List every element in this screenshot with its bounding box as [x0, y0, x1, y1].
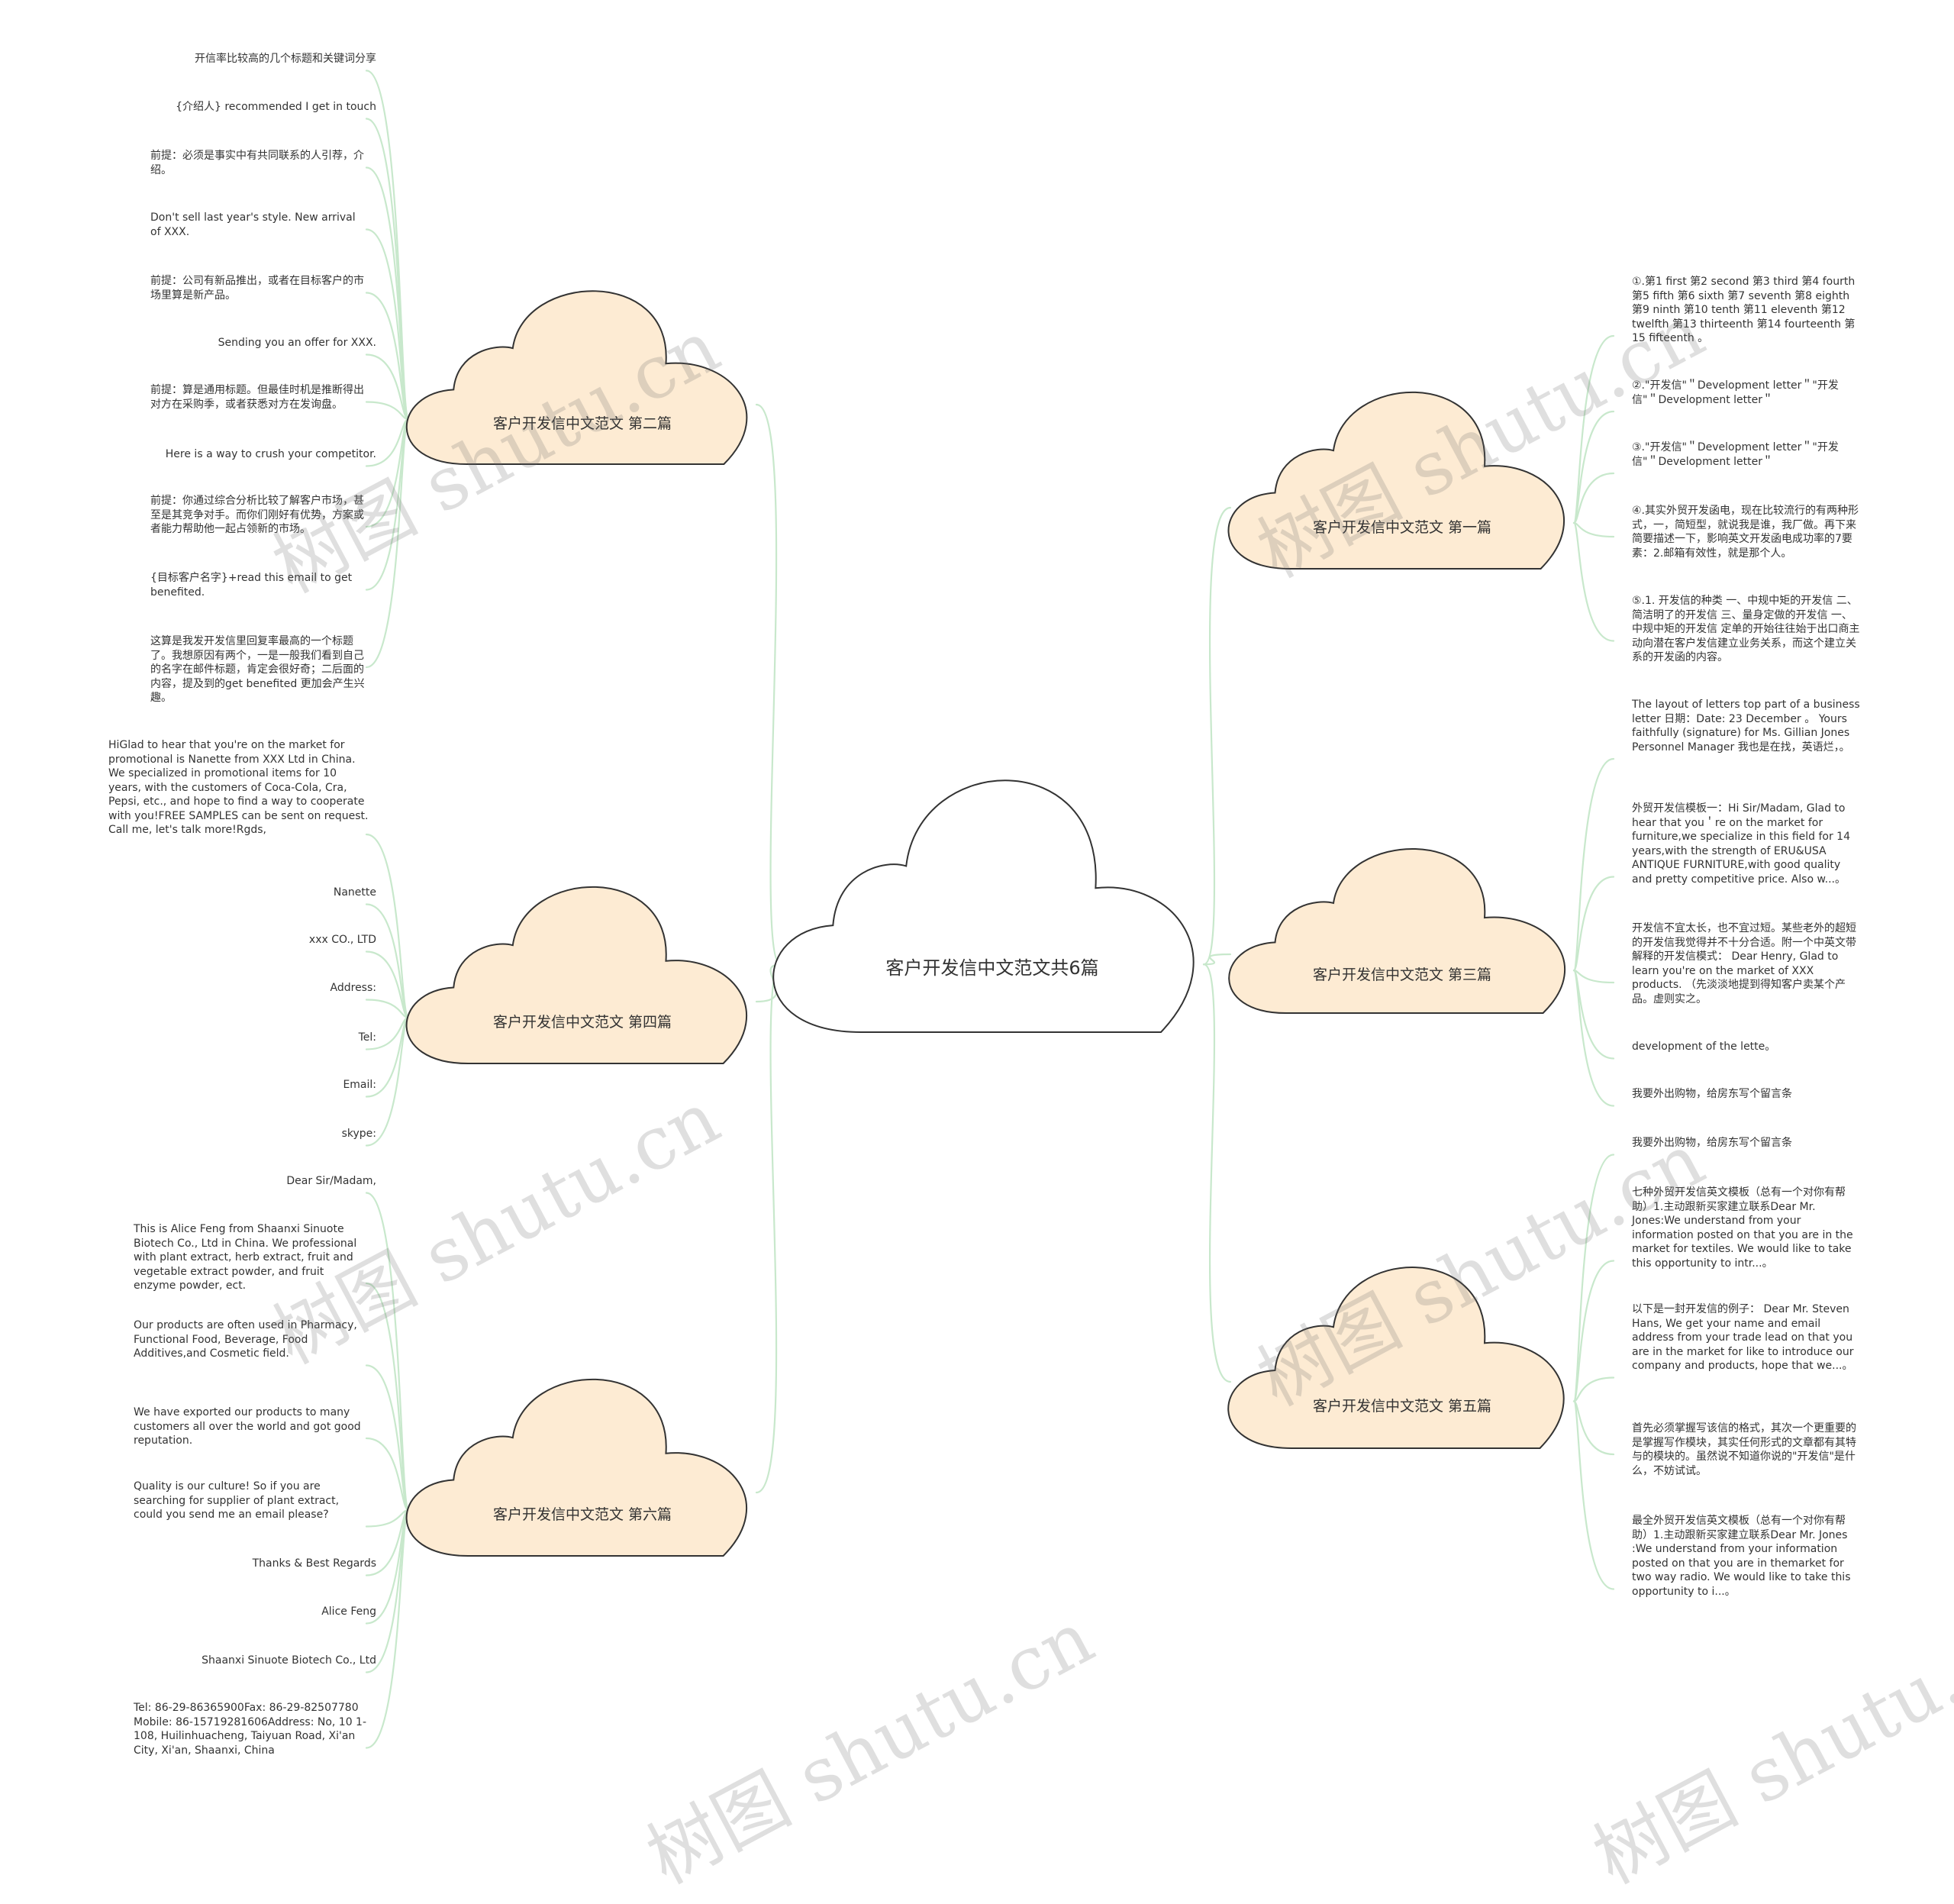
- cloud-shape: [405, 1378, 748, 1557]
- leaf-text[interactable]: This is Alice Feng from Shaanxi Sinuote …: [134, 1223, 357, 1292]
- leaf-connector: [365, 418, 410, 669]
- branch-cloud-b3: [1228, 847, 1566, 1014]
- leaf-connector: [1572, 876, 1615, 972]
- leaf-text[interactable]: 前提：必须是事实中有共同联系的人引荐，介绍。: [150, 150, 364, 176]
- leaf-text[interactable]: ④.其实外贸开发函电，现在比较流行的有两种形式，一，简短型，就说我是谁，我厂做。…: [1632, 505, 1859, 560]
- leaf-text[interactable]: Shaanxi Sinuote Biotech Co., Ltd: [202, 1654, 376, 1667]
- cloud-shape: [1227, 1267, 1565, 1449]
- leaf-text[interactable]: Address:: [330, 982, 376, 994]
- leaf-text[interactable]: Our products are often used in Pharmacy,…: [134, 1319, 357, 1360]
- cloud-shape: [1227, 391, 1565, 570]
- leaf-text[interactable]: ③."开发信"＂Development letter＂"开发信"＂Develop…: [1632, 441, 1839, 468]
- leaf-connector: [1572, 757, 1615, 972]
- leaf-connector: [365, 999, 410, 1019]
- leaf-text[interactable]: Here is a way to crush your competitor.: [165, 448, 376, 460]
- branch-topic-b2[interactable]: 客户开发信中文范文 第二篇: [492, 415, 672, 433]
- leaf-text[interactable]: Dear Sir/Madam,: [286, 1175, 376, 1187]
- leaf-connector: [365, 1016, 410, 1147]
- leaf-text[interactable]: {目标客户名字}+read this email to get benefite…: [150, 572, 353, 599]
- leaf-text[interactable]: 七种外贸开发信英文模板（总有一个对你有帮助）1.主动跟新买家建立联系Dear M…: [1632, 1186, 1853, 1270]
- leaf-text[interactable]: Alice Feng: [321, 1605, 376, 1618]
- leaf-connector: [1572, 1400, 1615, 1590]
- leaf-text[interactable]: Tel: 86-29-86365900Fax: 86-29-82507780 M…: [134, 1702, 367, 1757]
- branch-topic-b1[interactable]: 客户开发信中文范文 第一篇: [1312, 519, 1492, 537]
- leaf-text[interactable]: Quality is our culture! So if you are se…: [134, 1480, 340, 1521]
- center-cloud: [772, 779, 1195, 1033]
- cloud-shape: [1228, 847, 1566, 1014]
- branch-connector: [755, 963, 782, 1494]
- branch-topic-b3[interactable]: 客户开发信中文范文 第三篇: [1312, 967, 1492, 984]
- leaf-text[interactable]: Sending you an offer for XXX.: [218, 337, 376, 349]
- cloud-shape: [405, 886, 748, 1064]
- leaf-connector: [1572, 472, 1615, 524]
- leaf-connector: [1572, 410, 1615, 524]
- leaf-text[interactable]: ②."开发信"＂Development letter＂"开发信"＂Develop…: [1632, 379, 1839, 406]
- branch-connector: [755, 403, 782, 966]
- leaf-connector: [1572, 1400, 1615, 1456]
- leaf-connector: [1572, 1260, 1615, 1402]
- connector-lines: [365, 69, 1615, 1749]
- leaf-text[interactable]: skype:: [341, 1128, 376, 1140]
- leaf-text[interactable]: ①.第1 first 第2 second 第3 third 第4 fourth …: [1632, 276, 1856, 344]
- cloud-nodes: [405, 290, 1566, 1557]
- leaf-text[interactable]: {介绍人} recommended I get in touch: [176, 101, 376, 113]
- leaf-connector: [365, 1437, 410, 1512]
- leaf-text[interactable]: 开发信不宜太长，也不宜过短。某些老外的超短的开发信我觉得并不十分合适。附一个中英…: [1632, 922, 1856, 1005]
- branch-cloud-b2: [405, 290, 748, 465]
- leaf-text[interactable]: Nanette: [333, 886, 376, 899]
- cloud-shape: [772, 779, 1195, 1033]
- leaf-connector: [1572, 521, 1615, 642]
- cloud-shape: [405, 290, 748, 465]
- leaf-text[interactable]: The layout of letters top part of a busi…: [1632, 699, 1860, 754]
- branch-connector: [1202, 963, 1232, 1383]
- leaf-connector: [365, 292, 410, 421]
- branch-topic-b4[interactable]: 客户开发信中文范文 第四篇: [492, 1014, 672, 1031]
- leaf-connector: [365, 401, 410, 421]
- leaf-text[interactable]: Don't sell last year's style. New arriva…: [150, 211, 356, 238]
- leaf-connector: [1572, 1376, 1615, 1402]
- leaf-connector: [1572, 521, 1615, 538]
- branch-topic-b5[interactable]: 客户开发信中文范文 第五篇: [1312, 1397, 1492, 1415]
- leaf-text[interactable]: 前提：公司有新品推出，或者在目标客户的市场里算是新产品。: [150, 275, 364, 302]
- leaf-text[interactable]: Thanks & Best Regards: [252, 1557, 376, 1570]
- leaf-text[interactable]: 前提：你通过综合分析比较了解客户市场，甚至是其竞争对手。而你们刚好有优势，方案或…: [150, 495, 364, 535]
- leaf-connector: [365, 1509, 410, 1749]
- branch-cloud-b4: [405, 886, 748, 1064]
- branch-cloud-b5: [1227, 1267, 1565, 1449]
- leaf-connector: [365, 1364, 410, 1512]
- leaf-text[interactable]: We have exported our products to many cu…: [134, 1406, 361, 1447]
- leaf-text[interactable]: Tel:: [358, 1031, 376, 1044]
- leaf-text[interactable]: 外贸开发信模板一：Hi Sir/Madam, Glad to hear that…: [1632, 802, 1850, 886]
- leaf-text[interactable]: 这算是我发开发信里回复率最高的一个标题了。我想原因有两个，一是一般我们看到自己的…: [150, 635, 365, 704]
- leaf-connector: [1572, 970, 1615, 1107]
- leaf-text[interactable]: Email:: [343, 1079, 376, 1091]
- leaf-text[interactable]: 前提：算是通用标题。但最佳时机是推断得出对方在采购季，或者获悉对方在发询盘。: [150, 384, 364, 411]
- leaf-text[interactable]: 开信率比较高的几个标题和关键词分享: [195, 53, 376, 65]
- leaf-text[interactable]: 首先必须掌握写该信的格式，其次一个更重要的是掌握写作模块，其实任何形式的文章都有…: [1632, 1422, 1856, 1477]
- leaf-text[interactable]: ⑤.1. 开发信的种类 一、中规中矩的开发信 二、简洁明了的开发信 三、量身定做…: [1632, 595, 1860, 663]
- leaf-text[interactable]: 我要外出购物，给房东写个留言条: [1632, 1137, 1792, 1149]
- leaf-text[interactable]: HiGlad to hear that you're on the market…: [108, 739, 369, 836]
- branch-connector: [1202, 953, 1232, 966]
- branch-topic-b6[interactable]: 客户开发信中文范文 第六篇: [492, 1506, 672, 1524]
- branch-connector: [1202, 506, 1232, 966]
- leaf-text[interactable]: development of the lette。: [1632, 1041, 1776, 1053]
- leaf-text[interactable]: xxx CO., LTD: [308, 934, 376, 946]
- leaf-text[interactable]: 以下是一封开发信的例子： Dear Mr. Steven Hans, We ge…: [1632, 1303, 1854, 1372]
- leaf-text[interactable]: 最全外贸开发信英文模板（总有一个对你有帮助）1.主动跟新买家建立联系Dear M…: [1632, 1515, 1851, 1598]
- branch-cloud-b1: [1227, 391, 1565, 570]
- branch-cloud-b6: [405, 1378, 748, 1557]
- leaf-text[interactable]: 我要外出购物，给房东写个留言条: [1632, 1088, 1792, 1100]
- leaf-connector: [365, 950, 410, 1019]
- mindmap-canvas: 客户开发信中文范文共6篇客户开发信中文范文 第一篇客户开发信中文范文 第三篇客户…: [108, 53, 1954, 1900]
- leaf-connector: [365, 353, 410, 421]
- center-topic[interactable]: 客户开发信中文范文共6篇: [885, 957, 1099, 979]
